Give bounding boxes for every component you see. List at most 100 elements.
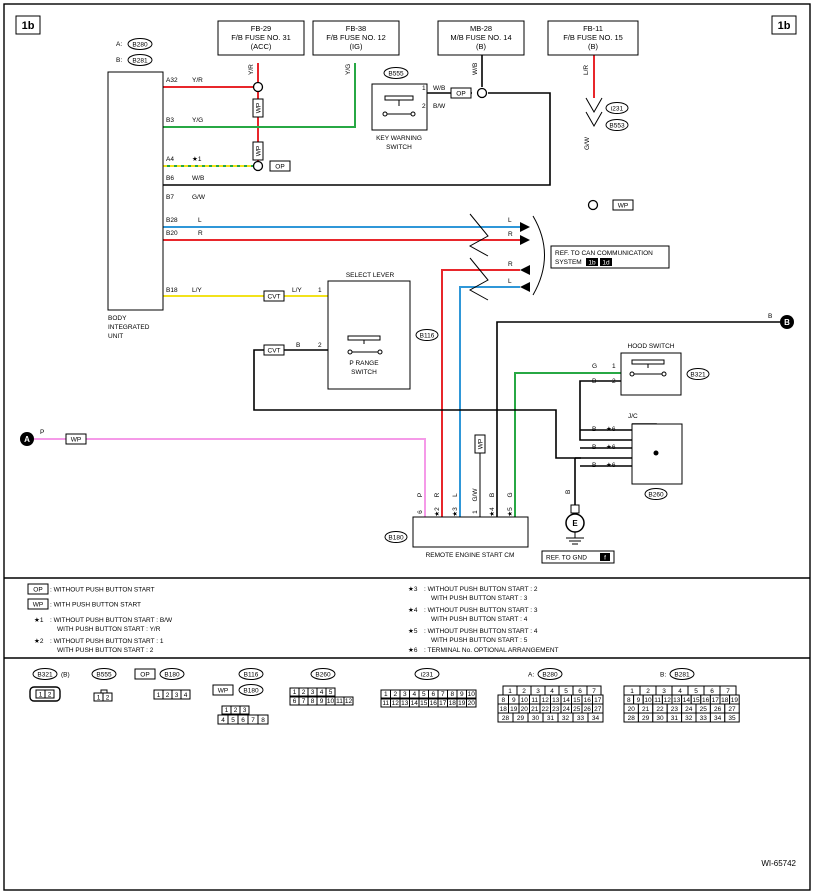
- connector-pin-label: 22: [656, 706, 664, 713]
- svg-text:Y/G: Y/G: [192, 117, 203, 124]
- svg-text:f: f: [604, 555, 606, 562]
- svg-text:B321: B321: [690, 372, 706, 379]
- svg-text:P: P: [417, 493, 424, 497]
- body-integrated-unit: A: B280 B: B281 BODY INTEGRATED UNIT: [107, 38, 164, 340]
- svg-text:WP: WP: [478, 439, 485, 449]
- svg-text:(B): (B): [61, 672, 70, 679]
- svg-text:WP: WP: [618, 203, 628, 210]
- ground-connectors: i231 B553: [585, 97, 629, 131]
- wire-wb: [163, 92, 551, 186]
- connector-pin-label: 16: [584, 697, 592, 704]
- node-a: [20, 432, 34, 446]
- connector-pin-label: 7: [726, 688, 730, 695]
- svg-text:B6: B6: [166, 175, 174, 182]
- svg-text:B280: B280: [542, 672, 558, 679]
- wire-cm-r: [441, 269, 520, 517]
- svg-text:★3: ★3: [408, 585, 418, 593]
- connector-pin-label: 4: [184, 692, 188, 699]
- wire-p: [34, 438, 426, 517]
- connector-pin-label: 20: [521, 706, 529, 713]
- svg-text:(ACC): (ACC): [251, 42, 272, 51]
- svg-text:G: G: [592, 363, 597, 370]
- svg-text:SWITCH: SWITCH: [351, 369, 377, 376]
- svg-text:Y/R: Y/R: [192, 77, 203, 84]
- svg-text:SYSTEM: SYSTEM: [555, 259, 582, 266]
- connector-pin-label: 4: [678, 688, 682, 695]
- bcu-pin-labels: A32 Y/R B3 Y/G A4 ★1 B6 W/B B7 G/W B28 L…: [166, 77, 206, 294]
- svg-text:WITH PUSH BUTTON START : 2: WITH PUSH BUTTON START : 2: [57, 647, 154, 654]
- svg-text:WP: WP: [33, 602, 43, 609]
- connector-pin-label: 19: [458, 700, 466, 707]
- svg-text:i231: i231: [421, 672, 434, 679]
- svg-text:B: B: [768, 313, 772, 320]
- connector-pin-label: 17: [594, 697, 602, 704]
- svg-text:B116: B116: [244, 672, 259, 679]
- svg-text:SWITCH: SWITCH: [386, 144, 412, 151]
- corner-label-right-text: 1b: [778, 20, 791, 32]
- connector-pin: [466, 698, 477, 708]
- svg-text:L/Y: L/Y: [192, 287, 202, 294]
- connector-pin-label: 8: [450, 691, 454, 698]
- connector-pin-label: 4: [221, 717, 225, 724]
- svg-text:B116: B116: [420, 333, 435, 340]
- svg-text:B555: B555: [96, 672, 112, 679]
- svg-text:★5: ★5: [408, 627, 418, 635]
- svg-text:★5: ★5: [506, 507, 514, 517]
- wire-hood-b: [579, 380, 632, 441]
- connector-pin-label: 30: [656, 715, 664, 722]
- connector-pin-label: 4: [320, 689, 324, 696]
- svg-text:WITH PUSH BUTTON START : 5: WITH PUSH BUTTON START : 5: [431, 637, 528, 644]
- svg-text:F/B FUSE NO. 31: F/B FUSE NO. 31: [231, 33, 291, 42]
- wire-b-top: [496, 321, 780, 517]
- svg-text:2: 2: [612, 378, 616, 385]
- connector-pin-label: 3: [536, 688, 540, 695]
- connector-pin-label: 16: [702, 697, 710, 704]
- svg-text:1: 1: [422, 85, 426, 92]
- connector-pin-label: 12: [392, 700, 400, 707]
- svg-text:F/B FUSE NO. 15: F/B FUSE NO. 15: [563, 33, 623, 42]
- fuse-fb11: FB-11 F/B FUSE NO. 15 (B): [547, 20, 639, 56]
- connector-pin: [724, 712, 740, 723]
- svg-text:1: 1: [472, 510, 479, 514]
- svg-text:A:: A:: [528, 672, 534, 679]
- svg-text:1: 1: [612, 363, 616, 370]
- svg-text:R: R: [508, 231, 513, 238]
- connector-pin-label: 8: [501, 697, 505, 704]
- svg-text:OP: OP: [140, 672, 149, 679]
- connector-pin-label: 27: [594, 706, 602, 713]
- svg-text:OP: OP: [33, 587, 42, 594]
- connector-pin: [325, 687, 336, 697]
- svg-text:A32: A32: [166, 77, 178, 84]
- svg-text:1d: 1d: [602, 260, 610, 267]
- connector-pin-label: 5: [329, 689, 333, 696]
- svg-text:★2: ★2: [34, 637, 44, 645]
- select-lever: SELECT LEVER 1 2 P RANGE SWITCH B116: [318, 272, 439, 390]
- fuse-fb29: FB-29 F/B FUSE NO. 31 (ACC): [217, 20, 305, 56]
- connector-pin-label: 8: [311, 698, 315, 705]
- connector-pin-label: 17: [712, 697, 720, 704]
- connector-pin-label: 22: [542, 706, 550, 713]
- key-warning-switch: B555 1 2 KEY WARNING SWITCH: [371, 67, 428, 151]
- jc-wires: [580, 429, 632, 467]
- connector-pin-label: 3: [403, 691, 407, 698]
- connector-pin-label: 1: [630, 688, 634, 695]
- svg-text:A: A: [24, 435, 30, 444]
- corner-label-left: [15, 15, 41, 35]
- svg-text:(B): (B): [476, 42, 487, 51]
- op-tag-a4: [269, 160, 291, 172]
- svg-text:B260: B260: [315, 672, 331, 679]
- svg-text:FB-29: FB-29: [251, 24, 271, 33]
- svg-text:WITH PUSH BUTTON START : Y/R: WITH PUSH BUTTON START : Y/R: [57, 626, 161, 633]
- svg-text:L/Y: L/Y: [292, 287, 302, 294]
- svg-text:W/B: W/B: [433, 85, 445, 92]
- connector-pin-label: 15: [692, 697, 700, 704]
- corner-label-right: [771, 15, 797, 35]
- svg-text:2: 2: [422, 103, 426, 110]
- connector-pin-label: 7: [592, 688, 596, 695]
- svg-text:CVT: CVT: [268, 294, 281, 301]
- connector-pin-label: 9: [637, 697, 641, 704]
- connector-pin-label: 8: [261, 717, 265, 724]
